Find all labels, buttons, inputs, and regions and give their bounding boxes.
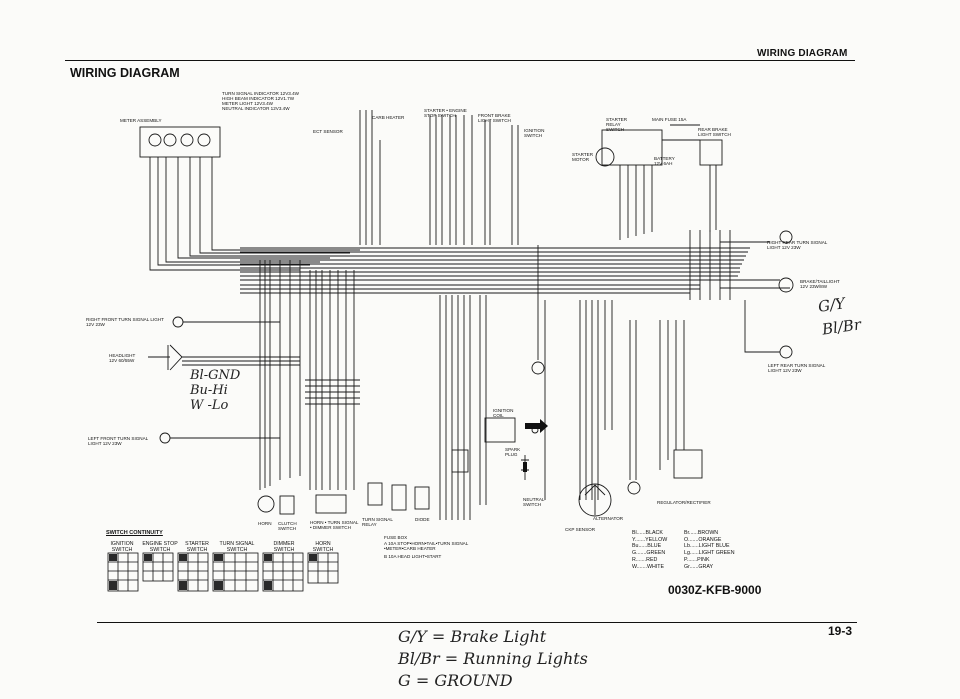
switch-continuity-title: SWITCH CONTINUITY (106, 530, 163, 536)
label-right-rear-turn: RIGHT REAR TURN SIGNAL LIGHT 12V 23W (767, 240, 828, 250)
label-front-brake: FRONT BRAKE LIGHT SWITCH (478, 113, 511, 123)
meter-callout-3: METER LIGHT 12V3.4W (222, 101, 273, 106)
switch-name-ignition: IGNITION SWITCH (110, 541, 134, 553)
hand-note: G/Y = Brake Light (398, 627, 547, 646)
part-number: 0030Z-KFB-9000 (668, 583, 762, 597)
label-alternator: ALTERNATOR (593, 516, 624, 521)
legend-item: O.......ORANGE (684, 536, 722, 543)
label-ckp-sensor: CKP SENSOR (565, 527, 596, 532)
switch-name-turn-signal: TURN SIGNAL SWITCH (219, 541, 255, 553)
label-rear-brake: REAR BRAKE LIGHT SWITCH (698, 127, 731, 137)
legend-item: R.......RED (632, 556, 658, 563)
meter-callout-2: HIGH BEAM INDICATOR 12V1.7W (222, 96, 295, 101)
label-turn-relay: TURN SIGNAL RELAY (362, 517, 393, 527)
bottom-rule (97, 622, 857, 623)
label-battery: BATTERY 12V 6AH (654, 156, 675, 166)
hand-note-gy: G/Y (816, 294, 847, 316)
hand-note: G = GROUND (398, 671, 513, 690)
label-clutch-switch: CLUTCH SWITCH (278, 521, 297, 531)
legend-item: Gr......GRAY (684, 563, 714, 570)
color-legend-right: Br......BROWN O.......ORANGE Lb......LIG… (684, 530, 735, 570)
color-legend-left: Bl......BLACK Y.......YELLOW Bu......BLU… (632, 530, 667, 570)
hand-note: Bl/Br = Running Lights (398, 649, 588, 668)
label-regulator: REGULATOR/RECTIFIER (657, 500, 711, 505)
hand-note: W -Lo (190, 398, 229, 413)
legend-item: Lg......LIGHT GREEN (684, 550, 735, 557)
legend-item: Lb......LIGHT BLUE (684, 543, 730, 550)
legend-item: Bu......BLUE (632, 543, 662, 550)
legend-item: P.......PINK (684, 556, 710, 563)
switch-name-engine-stop: ENGINE STOP SWITCH (142, 541, 178, 553)
label-neutral-switch: NEUTRAL SWITCH (523, 497, 545, 507)
legend-item: W.......WHITE (632, 563, 665, 570)
handwritten-headlight-notes: Bl-GND Bu-Hi W -Lo (190, 368, 240, 413)
meter-assembly-box (139, 126, 221, 158)
label-brake-tail: BRAKE/TAILLIGHT 12V 23W/8W (800, 279, 840, 289)
legend-item: Y.......YELLOW (632, 536, 668, 543)
label-fuse-b: B 10A HEAD LIGHT•START (384, 554, 442, 559)
hand-note: Bl-GND (190, 368, 241, 383)
label-horn: HORN (258, 521, 272, 526)
label-right-front-turn: RIGHT FRONT TURN SIGNAL LIGHT 12V 23W (86, 317, 164, 327)
label-horn-dimmer: HORN • TURN SIGNAL • DIMMER SWITCH (310, 520, 359, 530)
section-header: WIRING DIAGRAM (757, 48, 848, 59)
label-headlight: HEADLIGHT 12V 60/55W (109, 353, 136, 363)
label-carb-heater: CARB HEATER (372, 115, 405, 120)
label-fuse-box: FUSE BOX (384, 535, 408, 540)
legend-item: Bl......BLACK (632, 530, 663, 536)
label-starter-motor: STARTER MOTOR (572, 152, 594, 162)
label-starter-relay: STARTER RELAY SWITCH (606, 117, 628, 132)
label-fuse-a: A 10A STOP•HORN•TAIL•TURN SIGNAL •METER•… (384, 541, 469, 551)
label-main-fuse: MAIN FUSE 15A (652, 117, 687, 122)
label-meter-assembly: METER ASSEMBLY (120, 118, 162, 123)
label-starter-engine-stop: STARTER • ENGINE STOP SWITCH (424, 108, 467, 118)
hand-note: Bu-Hi (190, 383, 228, 398)
label-spark-plug: SPARK PLUG (505, 447, 521, 457)
legend-item: Br......BROWN (684, 530, 719, 536)
label-left-front-turn: LEFT FRONT TURN SIGNAL LIGHT 12V 23W (88, 436, 149, 446)
label-left-rear-turn: LEFT REAR TURN SIGNAL LIGHT 12V 23W (768, 363, 826, 373)
legend-item: G.......GREEN (632, 550, 666, 557)
switch-name-starter: STARTER SWITCH (185, 541, 209, 553)
label-ignition-coil: IGNITION COIL (493, 408, 514, 418)
label-ect-sensor: ECT SENSOR (313, 129, 343, 134)
page-title: WIRING DIAGRAM (70, 66, 180, 80)
switch-name-horn: HORN SWITCH (312, 541, 334, 553)
label-diode: DIODE (415, 517, 430, 522)
top-rule (65, 60, 855, 61)
meter-callout-4: NEUTRAL INDICATOR 12V3.4W (222, 106, 290, 111)
page-number: 19-3 (828, 624, 853, 638)
switch-name-dimmer: DIMMER SWITCH (273, 541, 295, 553)
handwritten-bottom-notes: G/Y = Brake Light Bl/Br = Running Lights… (398, 626, 588, 692)
meter-callout-1: TURN SIGNAL INDICATOR 12V3.4W (222, 91, 300, 96)
label-ignition-switch: IGNITION SWITCH (524, 128, 545, 138)
